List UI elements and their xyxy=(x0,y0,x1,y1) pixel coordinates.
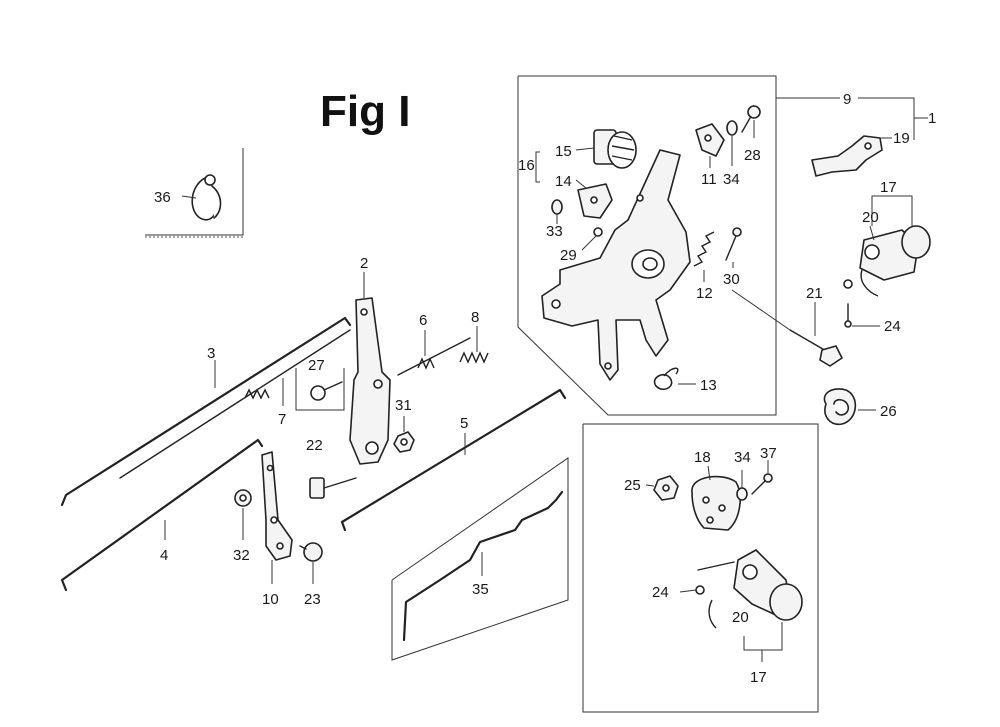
callout-36: 36 xyxy=(154,189,171,206)
part-17-switch-upper xyxy=(859,195,931,297)
part-11-plate xyxy=(695,123,725,168)
part-35-wire xyxy=(402,490,564,642)
callout-11: 11 xyxy=(701,171,717,188)
callout-8: 8 xyxy=(471,309,479,326)
part-36-clip xyxy=(181,174,222,221)
part-14-lever xyxy=(575,179,613,219)
part-2-governor-arm xyxy=(349,272,391,465)
part-7-rod-spring xyxy=(119,329,351,479)
part-27-bolt xyxy=(310,381,343,401)
part-6-spring-rod xyxy=(397,330,471,376)
part-33-washer xyxy=(551,199,563,224)
part-26-clip xyxy=(823,388,876,426)
part-34-washer-lower xyxy=(736,470,748,501)
callout-37: 37 xyxy=(760,445,777,462)
callout-18: 18 xyxy=(694,449,711,466)
part-24-screw-upper xyxy=(843,279,880,328)
callout-31: 31 xyxy=(395,397,412,414)
callout-brackets xyxy=(535,97,928,183)
callout-21: 21 xyxy=(806,285,823,302)
callout-35: 35 xyxy=(472,581,489,598)
callout-17-upper: 17 xyxy=(880,179,897,196)
callout-26: 26 xyxy=(880,403,897,420)
callout-27: 27 xyxy=(308,357,325,374)
callout-19: 19 xyxy=(893,130,910,147)
part-21-bolt xyxy=(731,289,843,367)
part-17-switch-lower xyxy=(708,549,803,662)
frame-part-35 xyxy=(391,457,569,661)
part-5-rod xyxy=(340,388,567,532)
part-32-washer xyxy=(234,489,252,540)
part-19-bracket xyxy=(811,135,892,177)
part-22-bolt xyxy=(309,477,357,499)
part-3-rod xyxy=(60,316,352,507)
callout-30: 30 xyxy=(723,271,740,288)
callout-34-upper: 34 xyxy=(723,171,740,188)
part-28-screw xyxy=(741,105,761,138)
callout-12: 12 xyxy=(696,285,713,302)
frame-lower-right xyxy=(582,423,819,713)
callout-25: 25 xyxy=(624,477,641,494)
part-23-screw xyxy=(299,542,323,584)
part-13-clip xyxy=(653,367,696,391)
callout-32: 32 xyxy=(233,547,250,564)
callout-20-lower: 20 xyxy=(732,609,749,626)
figure-title: Fig I xyxy=(320,87,410,136)
callout-6: 6 xyxy=(419,312,427,329)
part-37-screw xyxy=(751,460,773,495)
callout-24-upper: 24 xyxy=(884,318,901,335)
part-29-pin xyxy=(581,227,603,251)
callout-33: 33 xyxy=(546,223,563,240)
part-4-rod xyxy=(60,438,264,592)
part-18-plate xyxy=(691,465,741,531)
callout-9: 9 xyxy=(843,91,851,108)
callout-13: 13 xyxy=(700,377,717,394)
part-34-washer-upper xyxy=(726,120,738,166)
part-12-spring xyxy=(693,231,715,282)
callout-16: 16 xyxy=(518,157,535,174)
callout-3: 3 xyxy=(207,345,215,362)
callout-29: 29 xyxy=(560,247,577,264)
callout-10: 10 xyxy=(262,591,279,608)
part-9-governor-bracket xyxy=(541,149,691,381)
callout-5: 5 xyxy=(460,415,468,432)
callout-22: 22 xyxy=(306,437,323,454)
callout-24-lower: 24 xyxy=(652,584,669,601)
callout-14: 14 xyxy=(555,173,572,190)
part-30-screw xyxy=(725,227,742,268)
callout-28: 28 xyxy=(744,147,761,164)
part-15-knob xyxy=(575,129,637,169)
frame-part-36 xyxy=(145,148,244,236)
callout-17-lower: 17 xyxy=(750,669,767,686)
callout-4: 4 xyxy=(160,547,168,564)
callout-23: 23 xyxy=(304,591,321,608)
callout-2: 2 xyxy=(360,255,368,272)
part-31-nut xyxy=(393,416,415,453)
callout-34-lower: 34 xyxy=(734,449,751,466)
callout-15: 15 xyxy=(555,143,572,160)
part-24-screw-lower xyxy=(679,561,735,595)
part-10-lever xyxy=(261,451,293,584)
part-25-nut xyxy=(645,475,679,501)
callout-1: 1 xyxy=(928,110,936,127)
frame-part-27 xyxy=(295,368,345,411)
callout-20-upper: 20 xyxy=(862,209,879,226)
part-8-spring xyxy=(459,326,489,364)
frame-assembly-9 xyxy=(517,75,777,416)
callout-7: 7 xyxy=(278,411,286,428)
